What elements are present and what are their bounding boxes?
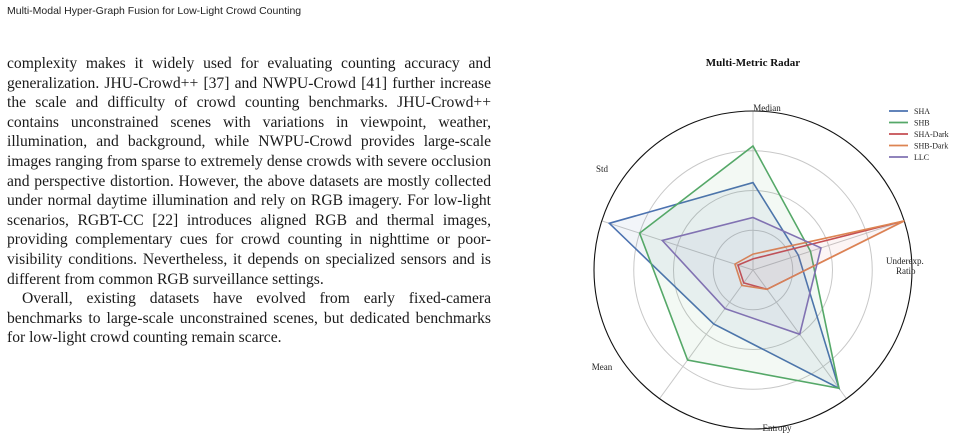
axis-label: Std bbox=[596, 164, 609, 174]
body-text-column: complexity makes it widely used for eval… bbox=[7, 54, 491, 348]
chart-title: Multi-Metric Radar bbox=[706, 57, 800, 69]
grid-spoke bbox=[659, 269, 754, 399]
axis-label: Median bbox=[753, 103, 781, 113]
series-shb-dark-polygon bbox=[733, 220, 905, 291]
paragraph: complexity makes it widely used for eval… bbox=[7, 55, 491, 288]
grid-spoke bbox=[601, 220, 754, 271]
paragraph: Overall, existing datasets have evolved … bbox=[7, 290, 491, 347]
running-header: Multi-Modal Hyper-Graph Fusion for Low-L… bbox=[7, 5, 302, 17]
legend-label-sha: SHA bbox=[914, 107, 930, 116]
legend-label-shb: SHB bbox=[914, 119, 930, 128]
series-llc-polygon bbox=[660, 216, 822, 336]
radar-chart: Multi-Metric RadarMedianUnderexp.RatioEn… bbox=[592, 57, 949, 433]
radar-frame bbox=[593, 110, 913, 430]
series-sha-polygon bbox=[607, 181, 841, 390]
axis-label: Underexp.Ratio bbox=[886, 256, 924, 276]
legend-label-sha-dark: SHA-Dark bbox=[914, 130, 949, 139]
axis-label: Mean bbox=[592, 362, 613, 372]
legend-label-llc: LLC bbox=[914, 153, 929, 162]
grid-spoke bbox=[752, 220, 905, 271]
legend-label-shb-dark: SHB-Dark bbox=[914, 142, 948, 151]
axis-label: Entropy bbox=[763, 423, 792, 433]
